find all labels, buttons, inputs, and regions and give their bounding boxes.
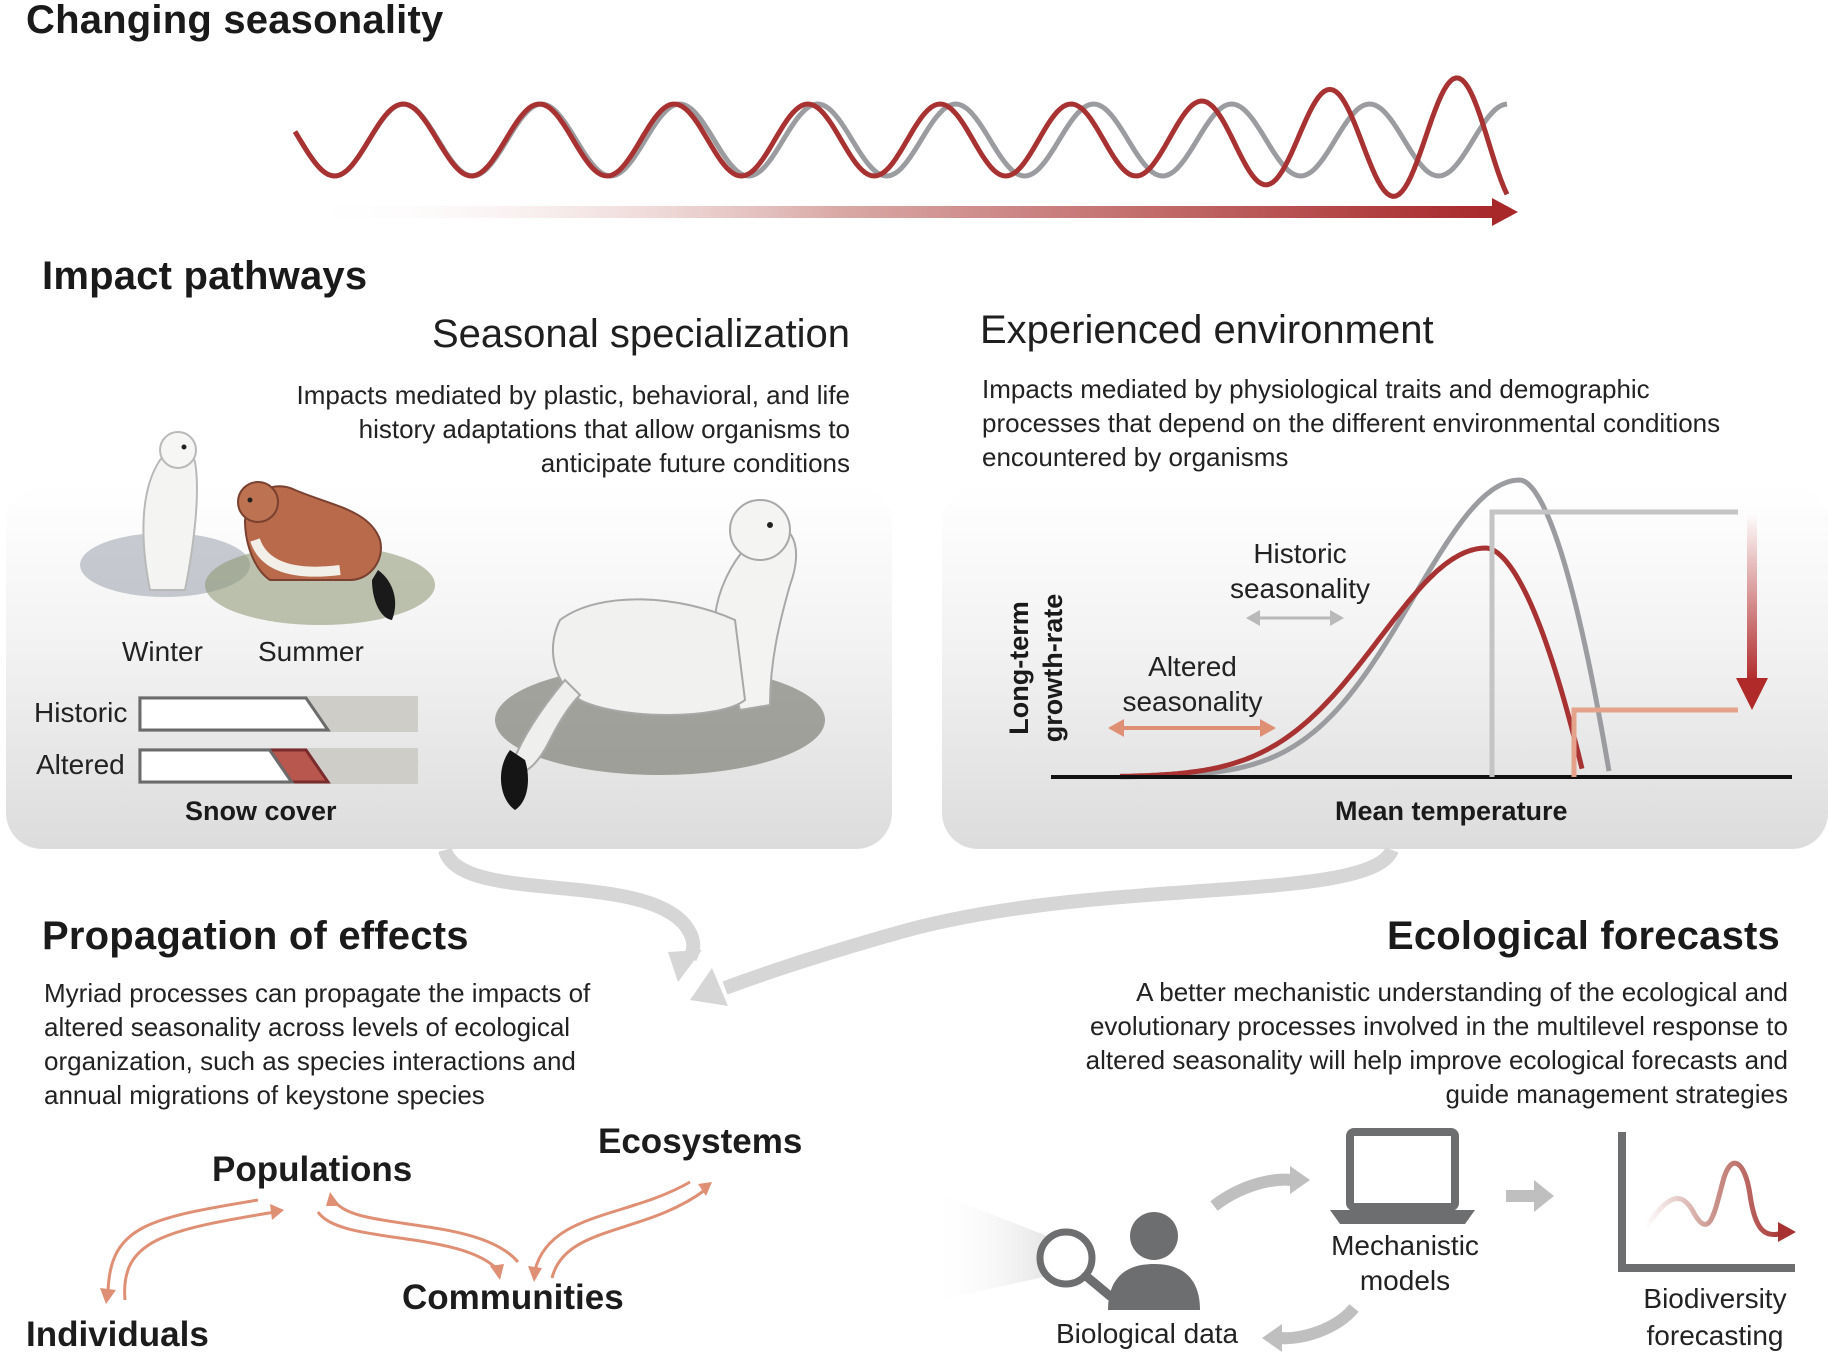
altered-range-arrowhead-right [1260,719,1276,737]
altered-snow-label: Altered [36,749,125,780]
flow-arrow-right [722,846,1399,995]
altered-seasonality-label: Altered seasonality [1100,649,1285,719]
arrow-communities-to-populations [332,1199,520,1263]
altered-seasonality-line2: seasonality [1122,686,1263,717]
level-populations: Populations [212,1150,413,1189]
historic-optimum-line [1489,509,1738,777]
biodiversity-forecasting-label: Biodiversity forecasting [1620,1280,1810,1354]
altered-seasonality-line1: Altered [1148,651,1237,682]
historic-seasonality-line1: Historic [1253,538,1347,569]
mechanistic-models-line2: models [1359,1265,1451,1296]
impact-title: Impact pathways [42,254,368,298]
growth-xlabel: Mean temperature [1335,796,1568,826]
forecast-chart-icon [1618,1132,1796,1272]
growth-rate-chart [1051,477,1792,780]
mechanistic-models-line1: Mechanistic [1331,1230,1479,1261]
seasonal-text: Impacts mediated by plastic, behavioral,… [296,380,850,478]
time-arrow-head [1492,198,1518,226]
historic-snow-fill [138,696,331,732]
historic-range-arrowhead-right [1330,610,1344,626]
forecasts-title: Ecological forecasts [1386,914,1780,958]
person-search-icon [1036,1212,1200,1310]
forecast-curve [1642,1160,1786,1238]
flow-arrows [438,846,1399,1006]
workflow-arrowhead-models-to-forecast [1534,1180,1554,1212]
level-communities: Communities [402,1278,624,1317]
seasonality-waves [292,75,1518,226]
altered-optimum-line [1571,707,1738,777]
summer-weasel-icon [205,481,435,625]
mechanistic-models-label: Mechanistic models [1310,1228,1500,1298]
laptop-icon [1330,1128,1475,1224]
time-arrow-shaft [300,206,1495,218]
arrow-individuals-to-populations [123,1210,276,1301]
propagation-arrows [100,1180,712,1304]
biodiversity-forecasting-line2: forecasting [1646,1320,1784,1351]
workflow-arrowhead-models-to-data [1262,1324,1282,1352]
experienced-title: Experienced environment [980,308,1434,352]
summer-label: Summer [258,636,364,667]
experienced-panel [942,485,1828,849]
arrowhead-communities-2 [528,1266,542,1282]
workflow-arrow-models-to-forecast [1506,1190,1536,1202]
historic-seasonality-label: Historic seasonality [1210,536,1390,606]
arrow-populations-to-individuals [106,1198,259,1293]
winter-label: Winter [122,636,203,667]
historic-seasonality-line2: seasonality [1229,573,1371,604]
flow-arrow-left [438,847,701,962]
flow-arrow-right-head [690,968,728,1006]
level-individuals: Individuals [26,1315,209,1354]
propagation-text: Myriad processes can propagate the impac… [44,978,591,1110]
workflow-arrow-models-to-data [1279,1303,1359,1345]
arrowhead-populations-2 [326,1192,340,1206]
decline-arrow-head [1736,678,1768,710]
altered-range-arrowhead-left [1108,719,1124,737]
white-weasel-icon [495,499,825,810]
altered-snow-fill [138,748,295,784]
arrowhead-individuals [100,1288,116,1304]
arrowhead-ecosystems [698,1182,712,1196]
arrow-communities-to-ecosystems [550,1188,706,1279]
header-title: Changing seasonality [26,0,444,42]
forecast-curve-arrowhead [1778,1222,1796,1242]
level-ecosystems: Ecosystems [598,1122,803,1161]
arrowhead-communities-1 [490,1264,504,1280]
biodiversity-forecasting-line1: Biodiversity [1643,1283,1787,1314]
flow-arrow-left-head [668,950,702,982]
snow-cover-bars [138,696,418,784]
propagation-title: Propagation of effects [42,914,469,958]
arrow-populations-to-communities [316,1211,500,1272]
arrow-ecosystems-to-communities [533,1180,691,1271]
altered-growth-curve [1119,545,1585,779]
historic-growth-curve [1119,477,1612,780]
historic-range-arrowhead-left [1246,610,1260,626]
search-beam [930,1190,1075,1300]
workflow-arrowhead-data-to-models [1290,1166,1310,1194]
altered-wave [292,75,1510,199]
decline-arrow-shaft [1747,512,1757,682]
arrowhead-populations [270,1204,284,1220]
experienced-text: Impacts mediated by physiological traits… [982,374,1721,472]
weasel-illustrations [80,431,825,810]
snow-cover-label: Snow cover [185,796,337,826]
seasonal-title: Seasonal specialization [431,312,850,356]
historic-snow-label: Historic [34,697,128,728]
forecasts-text: A better mechanistic understanding of th… [1085,977,1788,1109]
biological-data-label: Biological data [1056,1318,1239,1349]
workflow-arrow-data-to-models [1210,1173,1293,1211]
